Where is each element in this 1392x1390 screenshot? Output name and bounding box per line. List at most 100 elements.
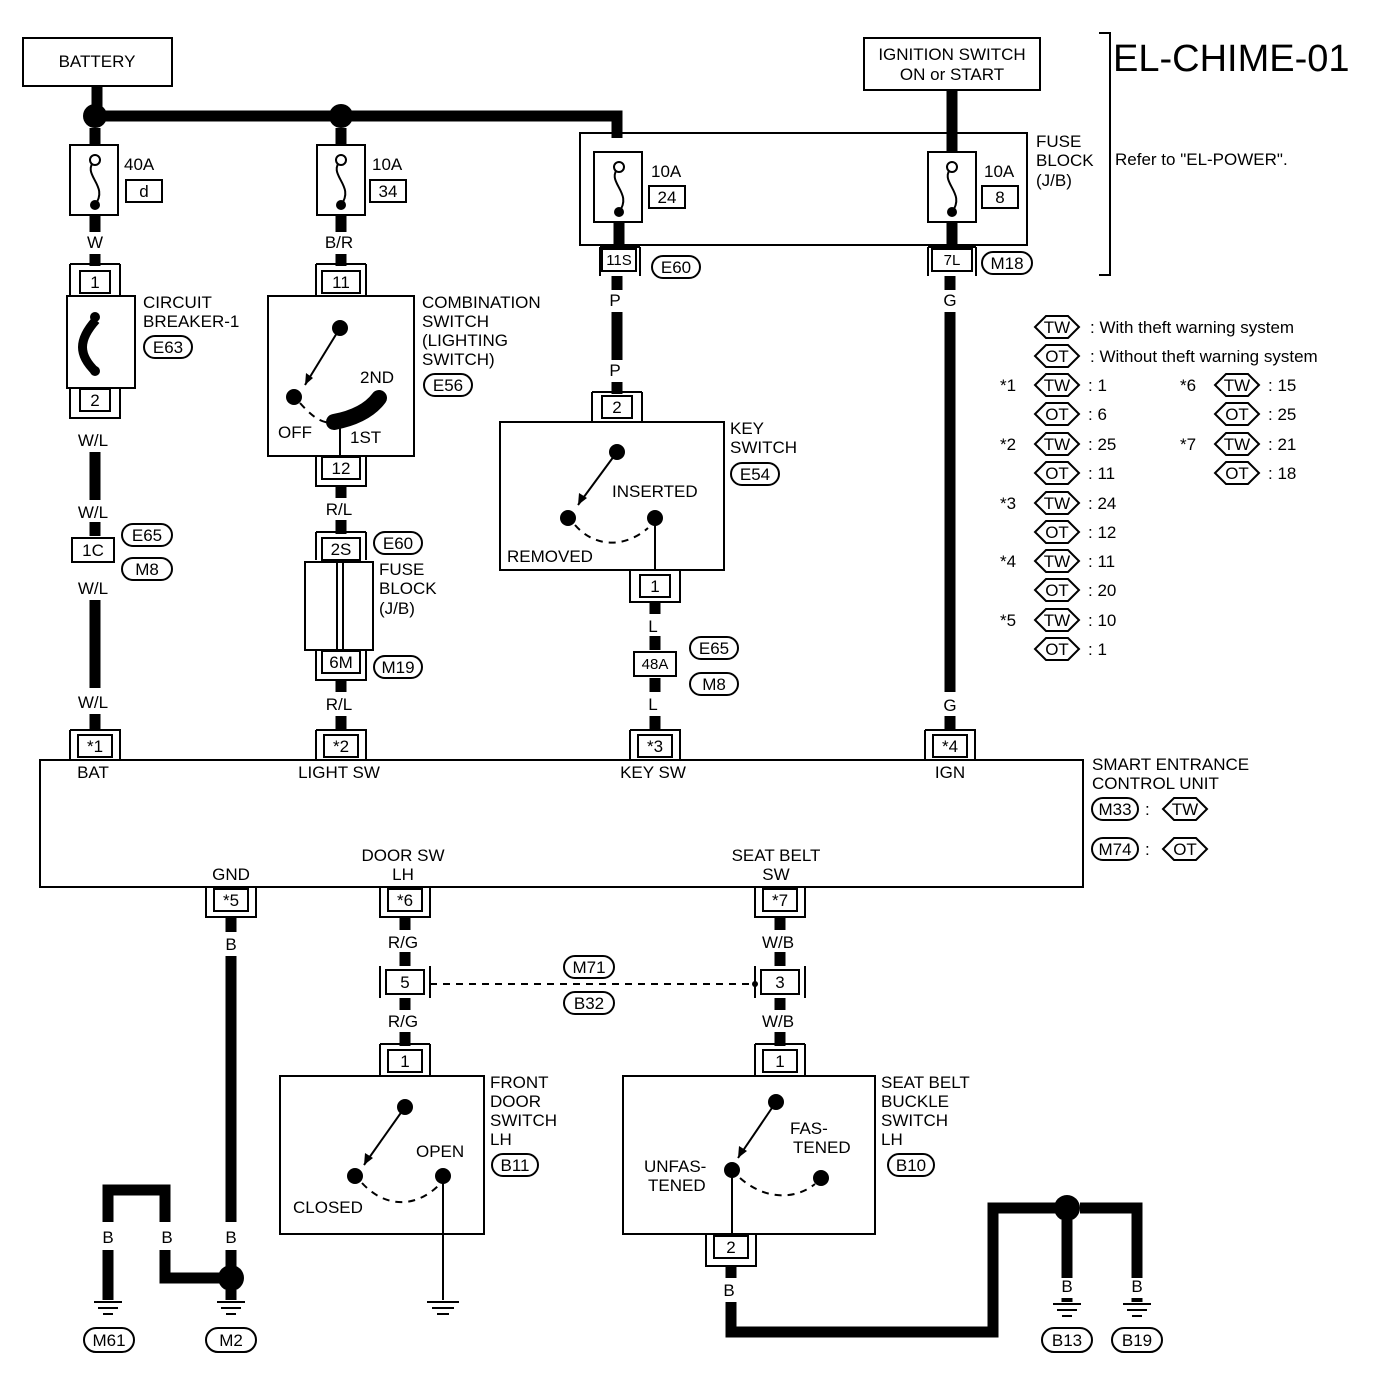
label-components-key_inserted: INSERTED [612, 482, 698, 501]
diagram-title: EL-CHIME-01 [1113, 38, 1350, 80]
label-wires-rg: R/G [388, 933, 418, 952]
label-components-comb_line3: (LIGHTING [422, 331, 508, 350]
label-fuses-1-id: 34 [379, 182, 398, 201]
label-components-comb_line2: SWITCH [422, 312, 489, 331]
label-legend-tw: TW [1044, 435, 1070, 454]
label-components-door_open: OPEN [416, 1142, 464, 1161]
label-wires-w: W [87, 233, 103, 252]
label-legend-ot: OT [1045, 523, 1069, 542]
label-connectors-seat_mid: 3 [775, 973, 784, 992]
label-legend-rows_left-4-ot: : 1 [1088, 640, 1107, 659]
label-legend-tw: TW [1044, 552, 1070, 571]
label-refs-b13: B13 [1052, 1331, 1082, 1350]
label-components-seat_line4: LH [881, 1130, 903, 1149]
label-refs-e63: E63 [153, 338, 183, 357]
label-wires-wl: W/L [78, 431, 108, 450]
label-connectors-fuse24_out: 11S [606, 252, 632, 269]
label-fuses-2-id: 24 [658, 188, 677, 207]
label-components-key_removed: REMOVED [507, 547, 593, 566]
label-components-seat_unf1: UNFAS- [644, 1157, 706, 1176]
label-wires-b: B [1131, 1277, 1142, 1296]
label-components-pin_key: KEY SW [620, 763, 686, 782]
label-components-pin_bat: BAT [77, 763, 109, 782]
label-connectors-door_mid: 5 [400, 973, 409, 992]
label-connectors-u3: *3 [647, 737, 663, 756]
refer-power-note: Refer to "EL-POWER". [1115, 150, 1288, 169]
label-connectors-u1: *1 [87, 737, 103, 756]
label-wires-wl: W/L [78, 579, 108, 598]
label-legend-rows_right-0-mark: *6 [1180, 376, 1196, 395]
label-connectors-cb_in: 1 [90, 273, 99, 292]
label-legend-rows_left-4-mark: *5 [1000, 611, 1016, 630]
label-connectors-u7: *7 [772, 891, 788, 910]
ground-symbol-b13 [1053, 1303, 1081, 1317]
label-legend-ot: OT [1225, 464, 1249, 483]
label-components-comb_2nd: 2ND [360, 368, 394, 387]
label-components-pin_door2: LH [392, 865, 414, 884]
label-refs-b19: B19 [1122, 1331, 1152, 1350]
label-legend-colon: : [1145, 800, 1150, 819]
label-components-door_closed: CLOSED [293, 1198, 363, 1217]
label-legend-tw: TW [1044, 376, 1070, 395]
label-refs-m71: M71 [572, 958, 605, 977]
label-connectors-u4: *4 [942, 737, 958, 756]
label-legend-rows_left-2-tw: : 24 [1088, 494, 1116, 513]
label-fuses-0-amp: 40A [124, 155, 155, 174]
label-components-comb_line1: COMBINATION [422, 293, 541, 312]
label-refs-e54: E54 [740, 465, 770, 484]
label-components-comb_off: OFF [278, 423, 312, 442]
label-refs-m74: M74 [1098, 840, 1131, 859]
label-fuses-1-amp: 10A [372, 155, 403, 174]
label-connectors-c48a: 48A [642, 656, 669, 673]
fuse-10a-34: 10A 34 [316, 128, 407, 232]
label-legend-rows_right-1-mark: *7 [1180, 435, 1196, 454]
label-components-seat_fas1: FAS- [790, 1119, 828, 1138]
label-legend-rows_left-0-ot: : 6 [1088, 405, 1107, 424]
label-components-unit_line2: CONTROL UNIT [1092, 774, 1219, 793]
label-components-door_line1: FRONT [490, 1073, 549, 1092]
label-legend-rows_left-0-mark: *1 [1000, 376, 1016, 395]
label-legend-colon: : [1145, 840, 1150, 859]
label-refs-m19: M19 [381, 658, 414, 677]
label-legend-rows_left-2-mark: *3 [1000, 494, 1016, 513]
label-components-comb_1st: 1ST [350, 428, 381, 447]
label-components-pin_seat1: SEAT BELT [732, 846, 821, 865]
label-connectors-seat_sw_in: 1 [775, 1052, 784, 1071]
label-components-pin_door1: DOOR SW [361, 846, 444, 865]
label-legend-ot: OT [1045, 347, 1069, 366]
label-legend-rows_left-1-tw: : 25 [1088, 435, 1116, 454]
label-components-seat_fas2: TENED [793, 1138, 851, 1157]
label-fuses-2-amp: 10A [651, 162, 682, 181]
label-refs-b32: B32 [574, 994, 604, 1013]
label-wires-g: G [943, 291, 956, 310]
label-connectors-fb_in: 2S [331, 540, 352, 559]
label-refs-m8: M8 [135, 560, 159, 579]
label-components-fb_line3: (J/B) [379, 599, 415, 618]
label-components-cb_line2: BREAKER-1 [143, 312, 239, 331]
label-refs-e60: E60 [383, 534, 413, 553]
label-components-cb_line1: CIRCUIT [143, 293, 212, 312]
label-refs-m61: M61 [92, 1331, 125, 1350]
label-wires-b: B [1061, 1277, 1072, 1296]
label-legend-rows_left-1-mark: *2 [1000, 435, 1016, 454]
label-connectors-comb_in: 11 [332, 273, 350, 292]
label-components-door_line4: LH [490, 1130, 512, 1149]
label-legend-ot: OT [1045, 581, 1069, 600]
label-legend-rows_right-1-ot: : 18 [1268, 464, 1296, 483]
label-wires-wb: W/B [762, 933, 794, 952]
label-wires-b: B [225, 935, 236, 954]
label-wires-l: L [648, 617, 657, 636]
ground-symbol-b19 [1123, 1303, 1151, 1317]
label-connectors-u2: *2 [333, 737, 349, 756]
label-wires-wl: W/L [78, 693, 108, 712]
label-legend-rows_right-0-tw: : 15 [1268, 376, 1296, 395]
label-legend-tw: TW [1172, 800, 1198, 819]
label-refs-m2: M2 [219, 1331, 243, 1350]
label-components-key_line2: SWITCH [730, 438, 797, 457]
ref-e63: E63 [143, 335, 193, 359]
label-refs-m18: M18 [990, 254, 1023, 273]
label-components-seat_line1: SEAT BELT [881, 1073, 970, 1092]
label-fuses-3-id: 8 [995, 188, 1004, 207]
label-connectors-fuse8_out: 7L [944, 252, 961, 269]
label-components-pin_gnd: GND [212, 865, 250, 884]
